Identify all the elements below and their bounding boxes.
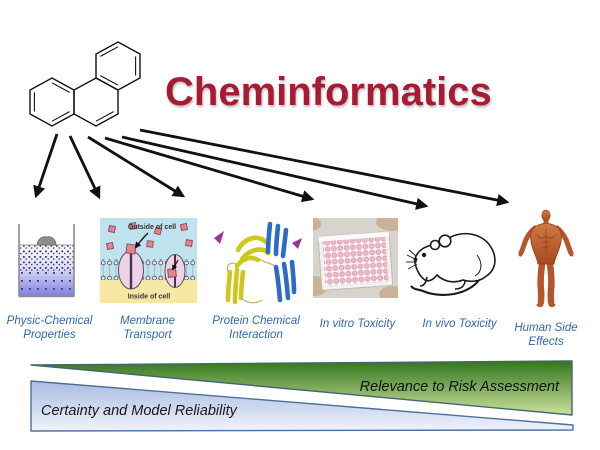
- muscle-man: [518, 209, 574, 307]
- green-wedge-label: Relevance to Risk Assessment: [360, 379, 560, 395]
- fan-arrows: [33, 128, 510, 210]
- uptake-arrow: [134, 232, 149, 249]
- undissolved-solid-blob: [36, 236, 57, 246]
- phenanthrene-structure-icon: [29, 41, 141, 127]
- green-wedge: [30, 360, 573, 416]
- arrow-to-invivo: [121, 135, 429, 210]
- channel-arrow: [172, 259, 179, 271]
- rat-image: [405, 213, 505, 303]
- arrow-to-membrane: [68, 135, 101, 200]
- arrow-to-protein: [87, 135, 186, 198]
- magenta-helices: [214, 231, 302, 249]
- inside-of-cell-label: Inside of cell: [128, 294, 170, 301]
- gradient-wedges: Relevance to Risk Assessment Certainty a…: [30, 360, 574, 432]
- human-anatomy-image: [516, 208, 576, 310]
- muscle-lines: [536, 229, 556, 252]
- label-invivo-toxicity: In vivo Toxicity: [422, 318, 497, 330]
- microplate-image: [313, 218, 398, 298]
- protein-structure-image: [208, 212, 304, 310]
- 96-well-plate: [317, 231, 394, 291]
- beaker-walls: [18, 224, 75, 298]
- outside-of-cell-label: Outside of cell: [128, 224, 176, 231]
- molecule-squares: [106, 222, 193, 278]
- blue-wedge-label: Certainty and Model Reliability: [41, 403, 238, 419]
- yellow-beta-strands: [225, 235, 271, 305]
- blue-wedge: [30, 380, 574, 432]
- rat-drawing: [406, 232, 496, 296]
- arrow-to-physic-chemical: [33, 133, 59, 199]
- label-invitro-toxicity: In vitro Toxicity: [319, 318, 396, 330]
- physic-chemical-image: [11, 222, 82, 301]
- arrow-to-human: [139, 128, 510, 207]
- slide-title: Cheminformatics: [165, 70, 492, 114]
- arrow-to-invitro: [104, 136, 315, 203]
- membrane-transport-image: Outside of cell Inside of cell: [100, 218, 197, 303]
- blue-beta-strands: [265, 221, 297, 303]
